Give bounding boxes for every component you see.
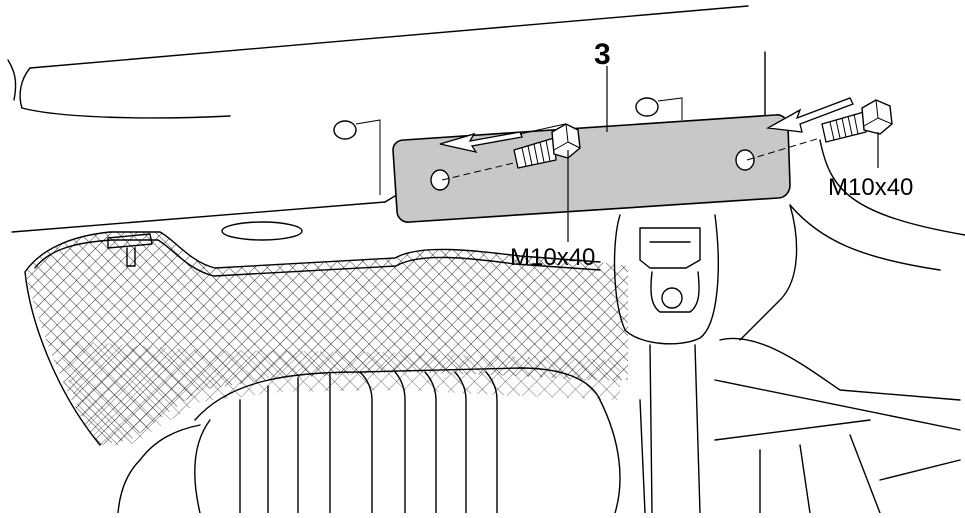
heat-shield [24, 231, 628, 446]
underbody-panel [7, 5, 965, 271]
exhaust-muffler [117, 367, 646, 514]
bracket-hole-right [735, 149, 755, 171]
shield-fastener [107, 233, 153, 267]
hex-bolt-icon [821, 99, 893, 143]
mounting-bracket [392, 114, 791, 223]
chassis-right-side [714, 204, 961, 514]
install-direction-arrow-right [765, 97, 854, 133]
rubber-hanger [613, 214, 719, 514]
bolt-size-label-left: M10x40 [510, 244, 595, 271]
panel-stud-holes [221, 97, 683, 241]
bolt-size-label-right: M10x40 [828, 174, 913, 201]
part-number-callout: 3 [594, 38, 611, 71]
bracket-hole-left [430, 169, 450, 191]
hex-bolt-icon [513, 123, 581, 169]
callout-leaders [567, 66, 879, 242]
install-direction-arrow-left [439, 123, 566, 153]
